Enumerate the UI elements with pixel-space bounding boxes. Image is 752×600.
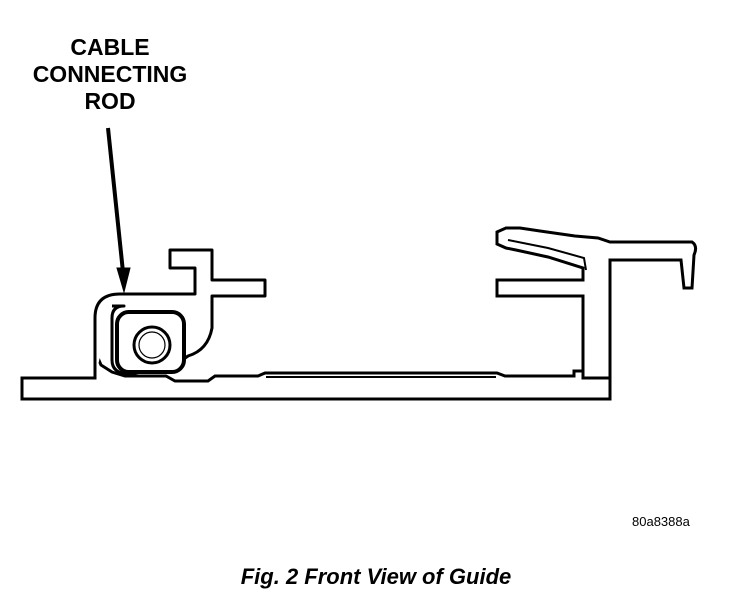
callout-arrowhead: [116, 267, 131, 294]
rod-inner-ring: [138, 331, 166, 359]
clip-hook-detail: [507, 239, 587, 271]
figure-caption: Fig. 2 Front View of Guide: [240, 564, 512, 589]
guide-base-plate: [20, 350, 612, 401]
figure-reference-code: 80a8388a: [632, 514, 690, 529]
callout-label-line-3: ROD: [84, 88, 136, 114]
callout-label-line-1: CABLE: [70, 34, 150, 60]
callout-leader-line: [106, 127, 125, 273]
guide-right-clip: [495, 226, 698, 380]
callout-label-line-2: CONNECTING: [32, 61, 188, 87]
